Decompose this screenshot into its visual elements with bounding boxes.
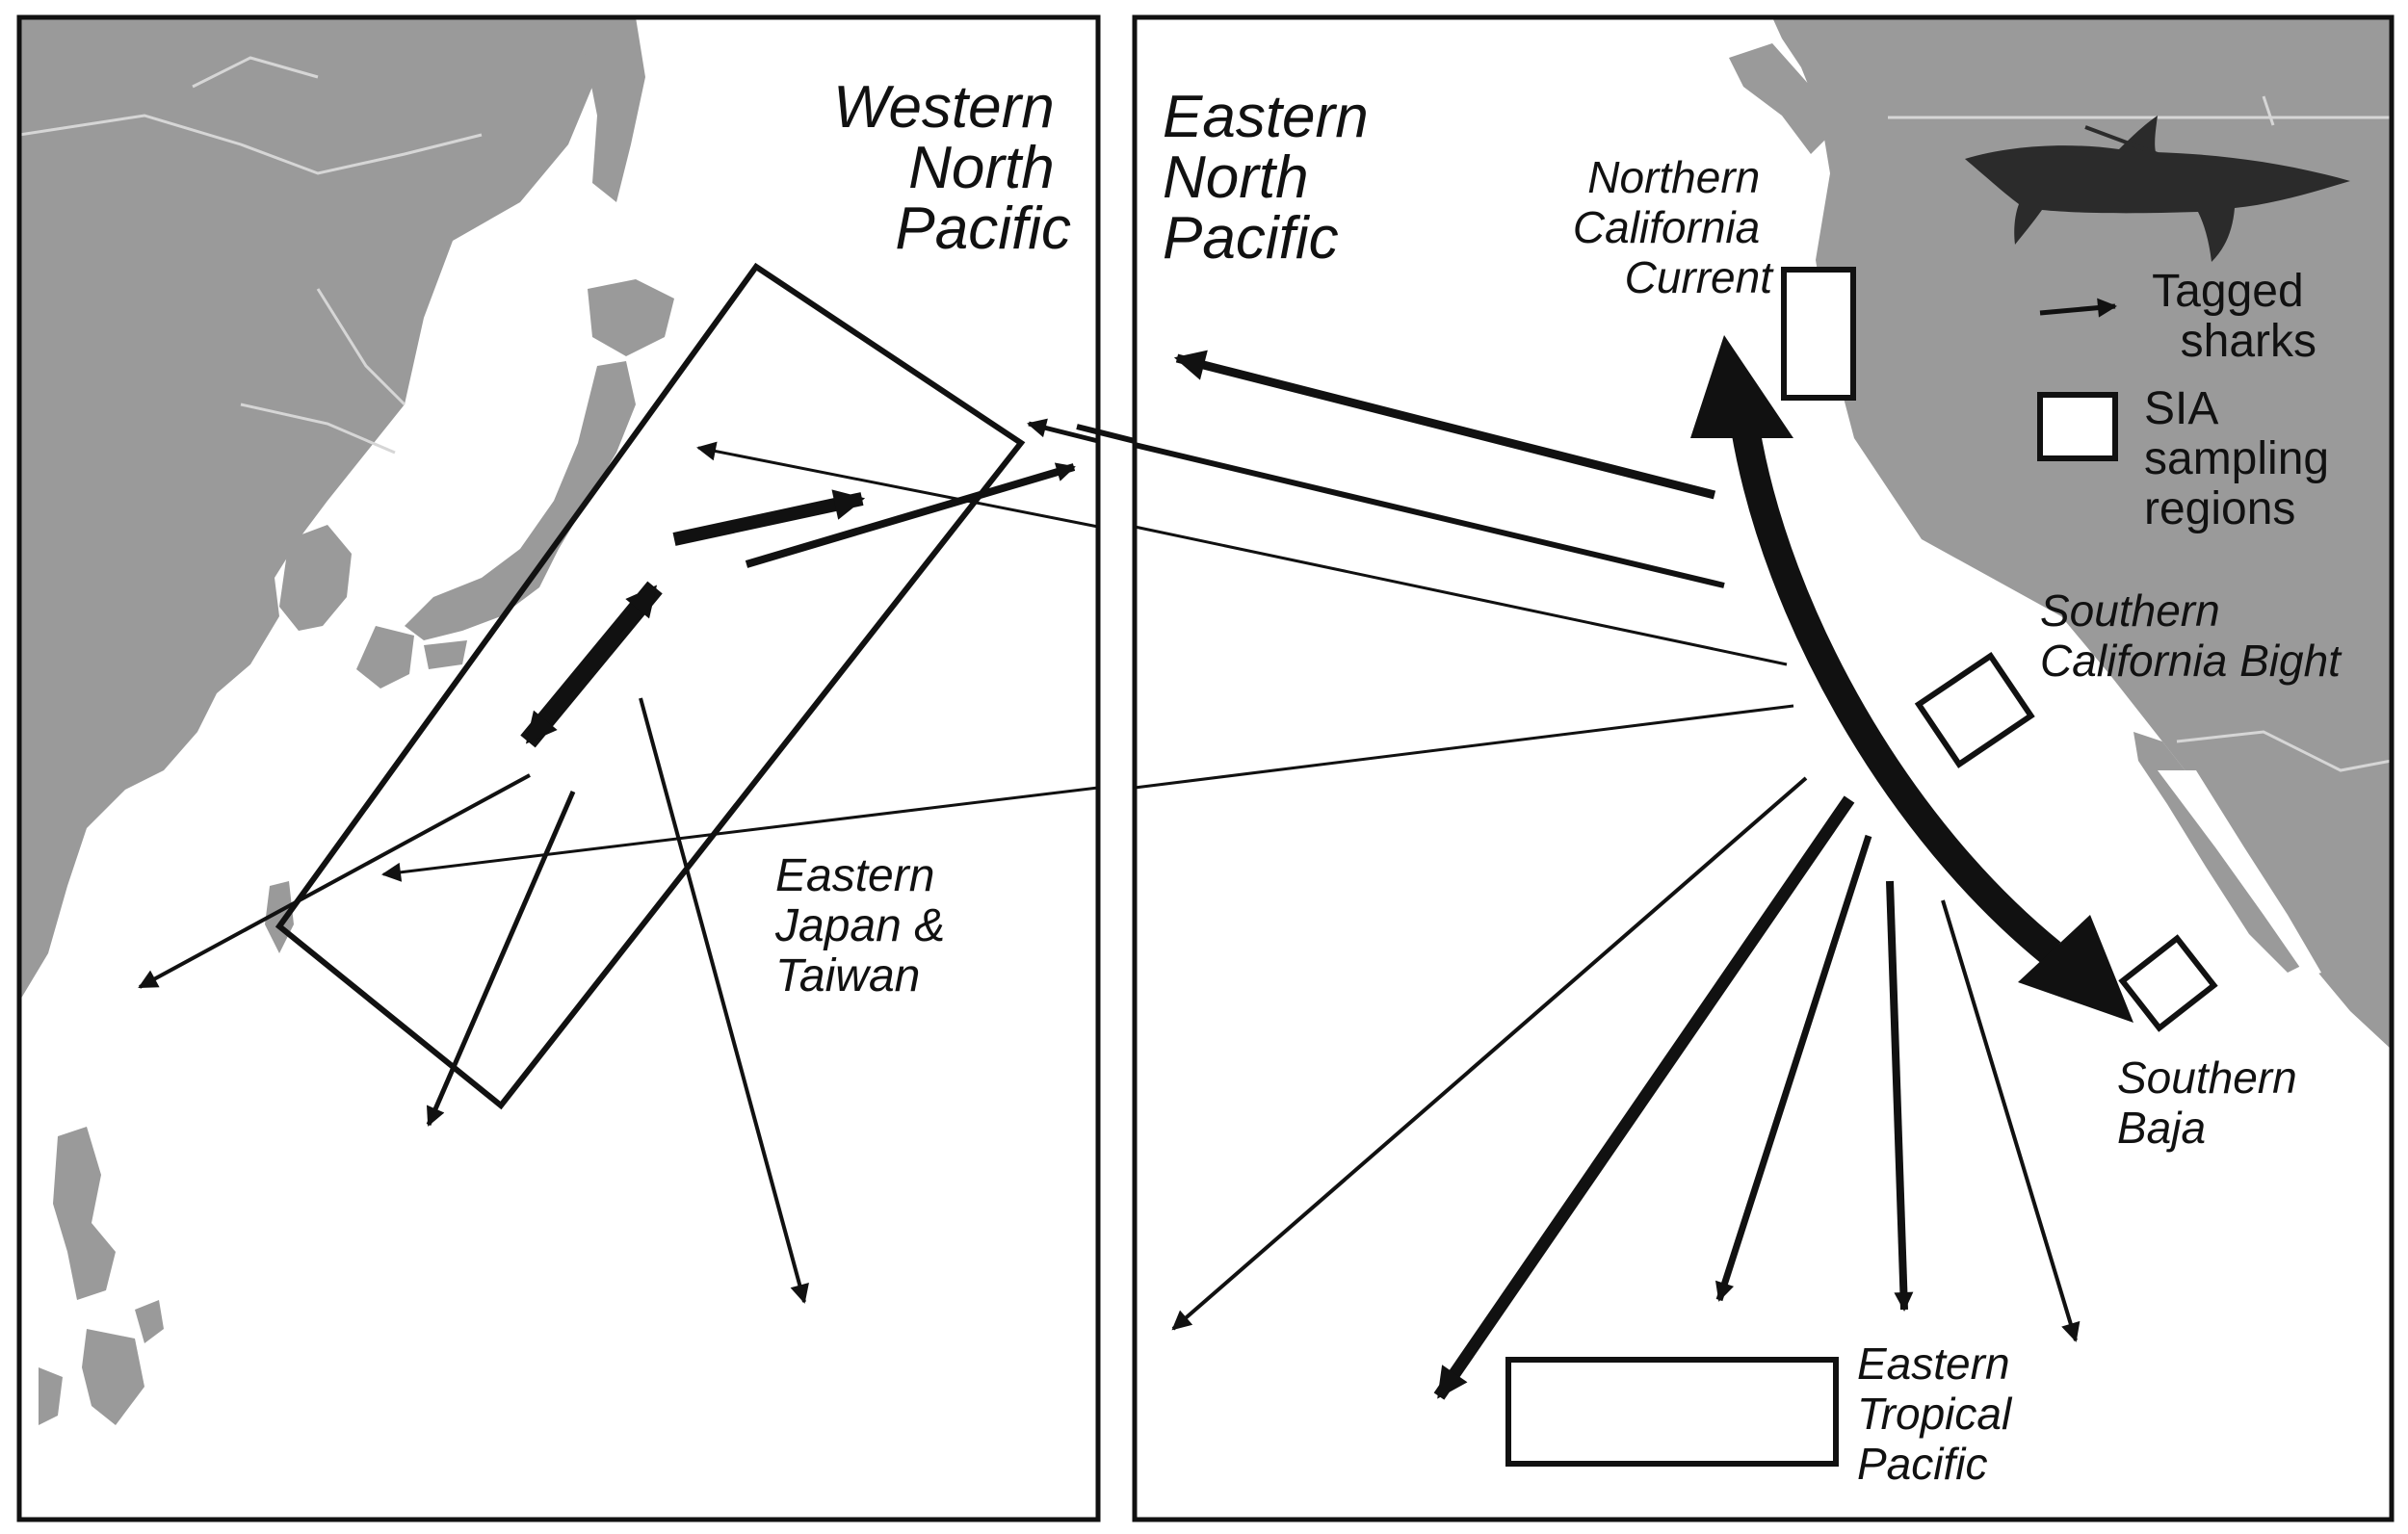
legend-arrow-sample	[2039, 298, 2117, 318]
coastal-migration-arrow	[1690, 335, 2133, 1023]
track-arrow	[1171, 776, 1808, 1331]
scb-region-box	[1914, 651, 2035, 768]
west-landmass	[19, 17, 674, 1425]
etp-region-label: Eastern Tropical Pacific	[1857, 1339, 2024, 1489]
track-arrow	[1886, 880, 1914, 1312]
track-arrow	[1134, 442, 1725, 588]
legend: Tagged sharks SIA sampling regions	[1965, 116, 2350, 534]
track-arrow	[426, 791, 576, 1127]
scb-region-label: Southern California Bight	[2040, 585, 2343, 686]
track-arrow	[1714, 834, 1872, 1302]
legend-box-label: SIA sampling regions	[2144, 383, 2342, 534]
track-arrow-bidirectional	[520, 581, 663, 748]
track-arrow	[1134, 704, 1794, 790]
etp-region-box	[1505, 1357, 1839, 1467]
track-arrow	[745, 462, 1076, 568]
west-track-arrows	[138, 418, 1099, 1304]
baja-region-box	[2118, 934, 2218, 1032]
track-arrow	[138, 773, 531, 989]
baja-region-label: Southern Baja	[2117, 1053, 2309, 1153]
track-arrow	[1941, 899, 2081, 1342]
ncc-region-box	[1781, 267, 1856, 401]
track-arrow	[696, 441, 1099, 529]
west-panel: Western North Pacific Eastern Japan & Ta…	[16, 14, 1101, 1522]
west-panel-title: Western North Pacific	[833, 74, 1071, 262]
east-track-arrows	[1076, 350, 2081, 1400]
eastern-japan-taiwan-label: Eastern Japan & Taiwan	[774, 850, 957, 1001]
track-arrow	[1134, 525, 1788, 666]
track-arrow	[1433, 795, 1855, 1400]
legend-arrow-label: Tagged sharks	[2152, 266, 2316, 367]
track-arrow	[639, 697, 809, 1304]
legend-box-sample	[2037, 392, 2118, 461]
eastern-japan-taiwan-region-box	[275, 262, 1026, 1110]
east-panel: Eastern North Pacific Northern Californi…	[1076, 14, 2395, 1522]
east-landmass	[1729, 17, 2392, 1050]
track-arrow	[381, 786, 1099, 882]
track-arrow	[672, 489, 866, 546]
ncc-region-label: Northern California Current	[1573, 152, 1774, 302]
track-arrow	[1027, 418, 1099, 444]
track-arrow	[1173, 350, 1716, 500]
shark-icon	[1965, 116, 2350, 262]
east-panel-title: Eastern North Pacific	[1163, 84, 1385, 272]
track-arrow	[1076, 424, 1136, 444]
